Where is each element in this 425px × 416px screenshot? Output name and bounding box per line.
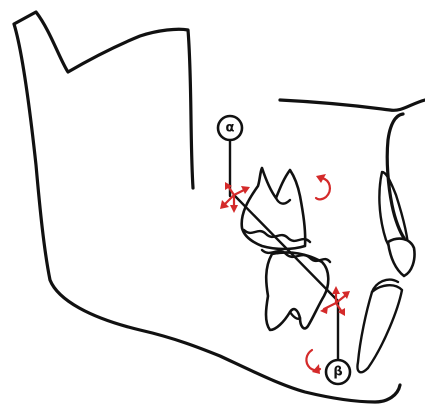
lower-incisor [357, 285, 402, 372]
mandible-outline [14, 12, 400, 402]
rotation-arrow-lower [306, 350, 320, 374]
marker-top-circle-group: α [218, 116, 242, 140]
maxilla-line [280, 100, 425, 110]
rotation-arc-upper [316, 178, 330, 199]
force-arrowhead-bottom-up [332, 286, 340, 294]
marker-top-label: α [226, 121, 235, 136]
marker-bottom-circle-group: β [326, 360, 350, 384]
incisor-outline [387, 114, 404, 238]
force-arrowhead-bottom-left [320, 306, 328, 314]
rotation-arrow-upper [316, 174, 330, 199]
marker-bottom-label: β [333, 365, 342, 380]
incisor-crown [388, 239, 415, 276]
force-arrowhead-top-down [230, 205, 238, 213]
